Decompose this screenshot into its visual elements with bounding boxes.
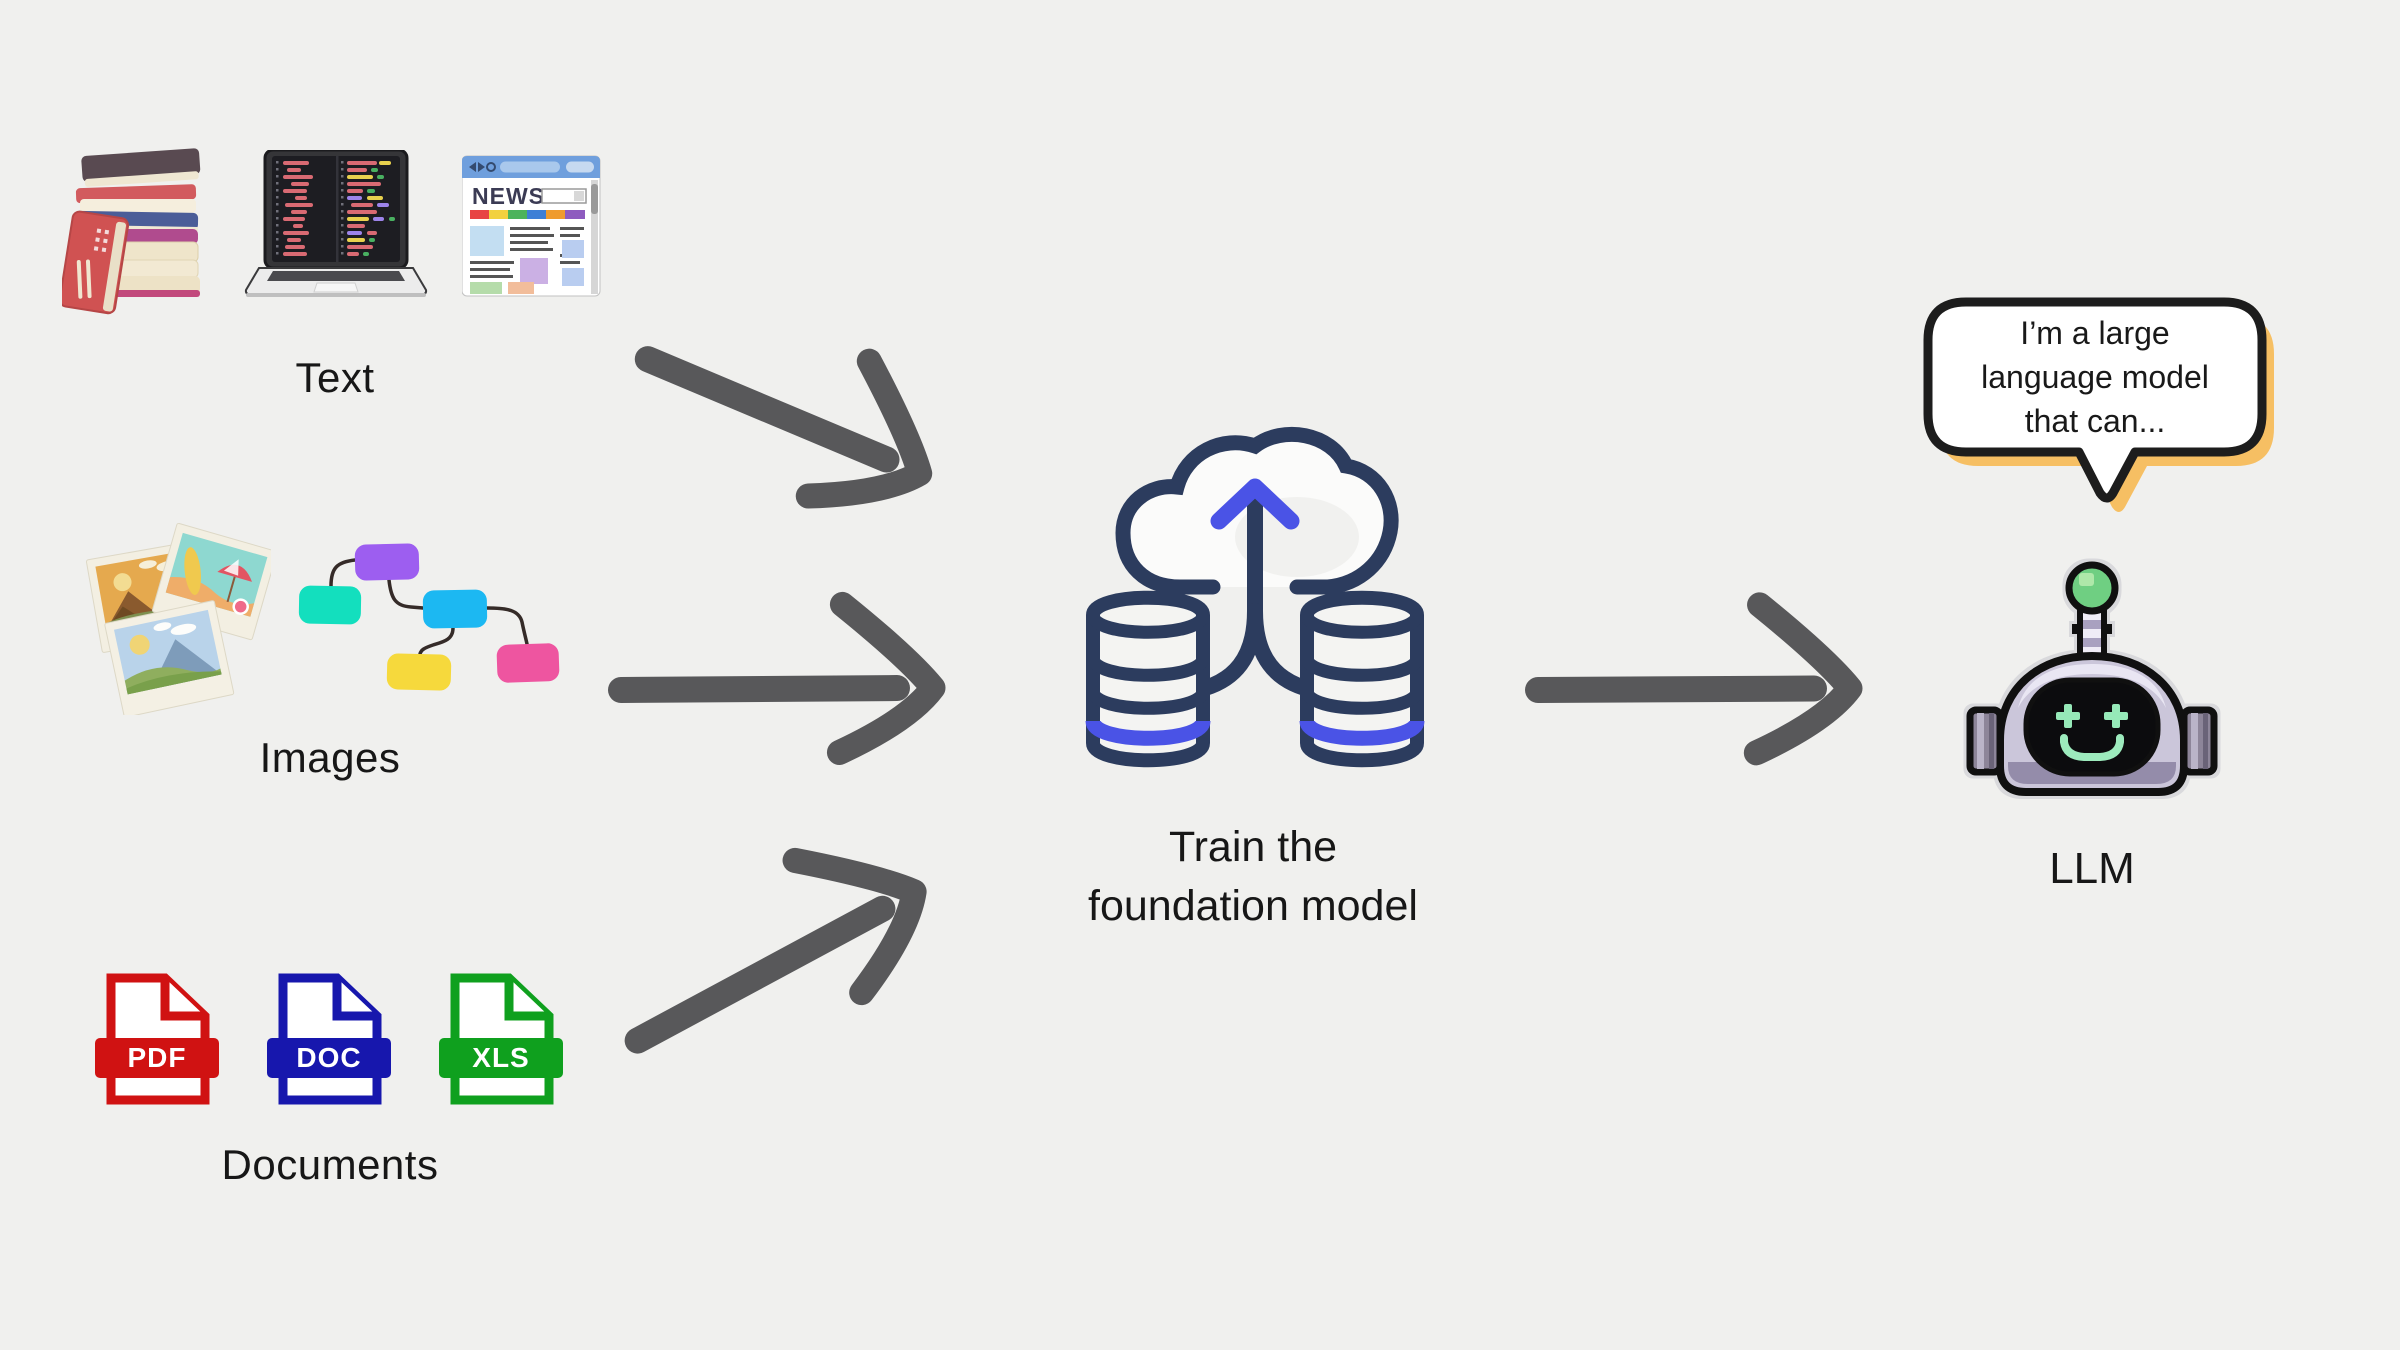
news-website-icon: NEWS [462,155,601,297]
laptop-code-icon [244,150,428,297]
text-label: Text [295,354,375,401]
documents-label: Documents [221,1141,439,1188]
llm-label: LLM [2049,844,2135,893]
arrow-documents-to-model [624,847,927,1054]
speech-bubble: I’m a large language model that can... [1922,296,2294,521]
robot-icon [1966,561,2218,796]
doc-file-icon: DOC [267,970,391,1108]
cloud-training-icon [1085,426,1425,768]
photo-prints-icon [86,522,271,715]
news-masthead: NEWS [472,183,545,209]
speech-bubble-text: I’m a large language model that can... [1981,315,2209,439]
pdf-badge: PDF [95,1038,219,1078]
images-label: Images [259,734,401,781]
arrow-text-to-model [634,346,933,509]
doc-badge: DOC [267,1038,391,1078]
arrow-model-to-llm [1524,592,1863,766]
training-label: Train the foundation model [1088,823,1418,930]
pdf-file-icon: PDF [95,970,219,1108]
file-icons-row: PDF DOC XLS [95,970,563,1108]
xls-file-icon: XLS [439,970,563,1108]
xls-badge: XLS [439,1038,563,1078]
books-stack-icon [62,148,201,315]
arrow-images-to-model [607,591,946,765]
mind-map-icon [298,543,560,691]
